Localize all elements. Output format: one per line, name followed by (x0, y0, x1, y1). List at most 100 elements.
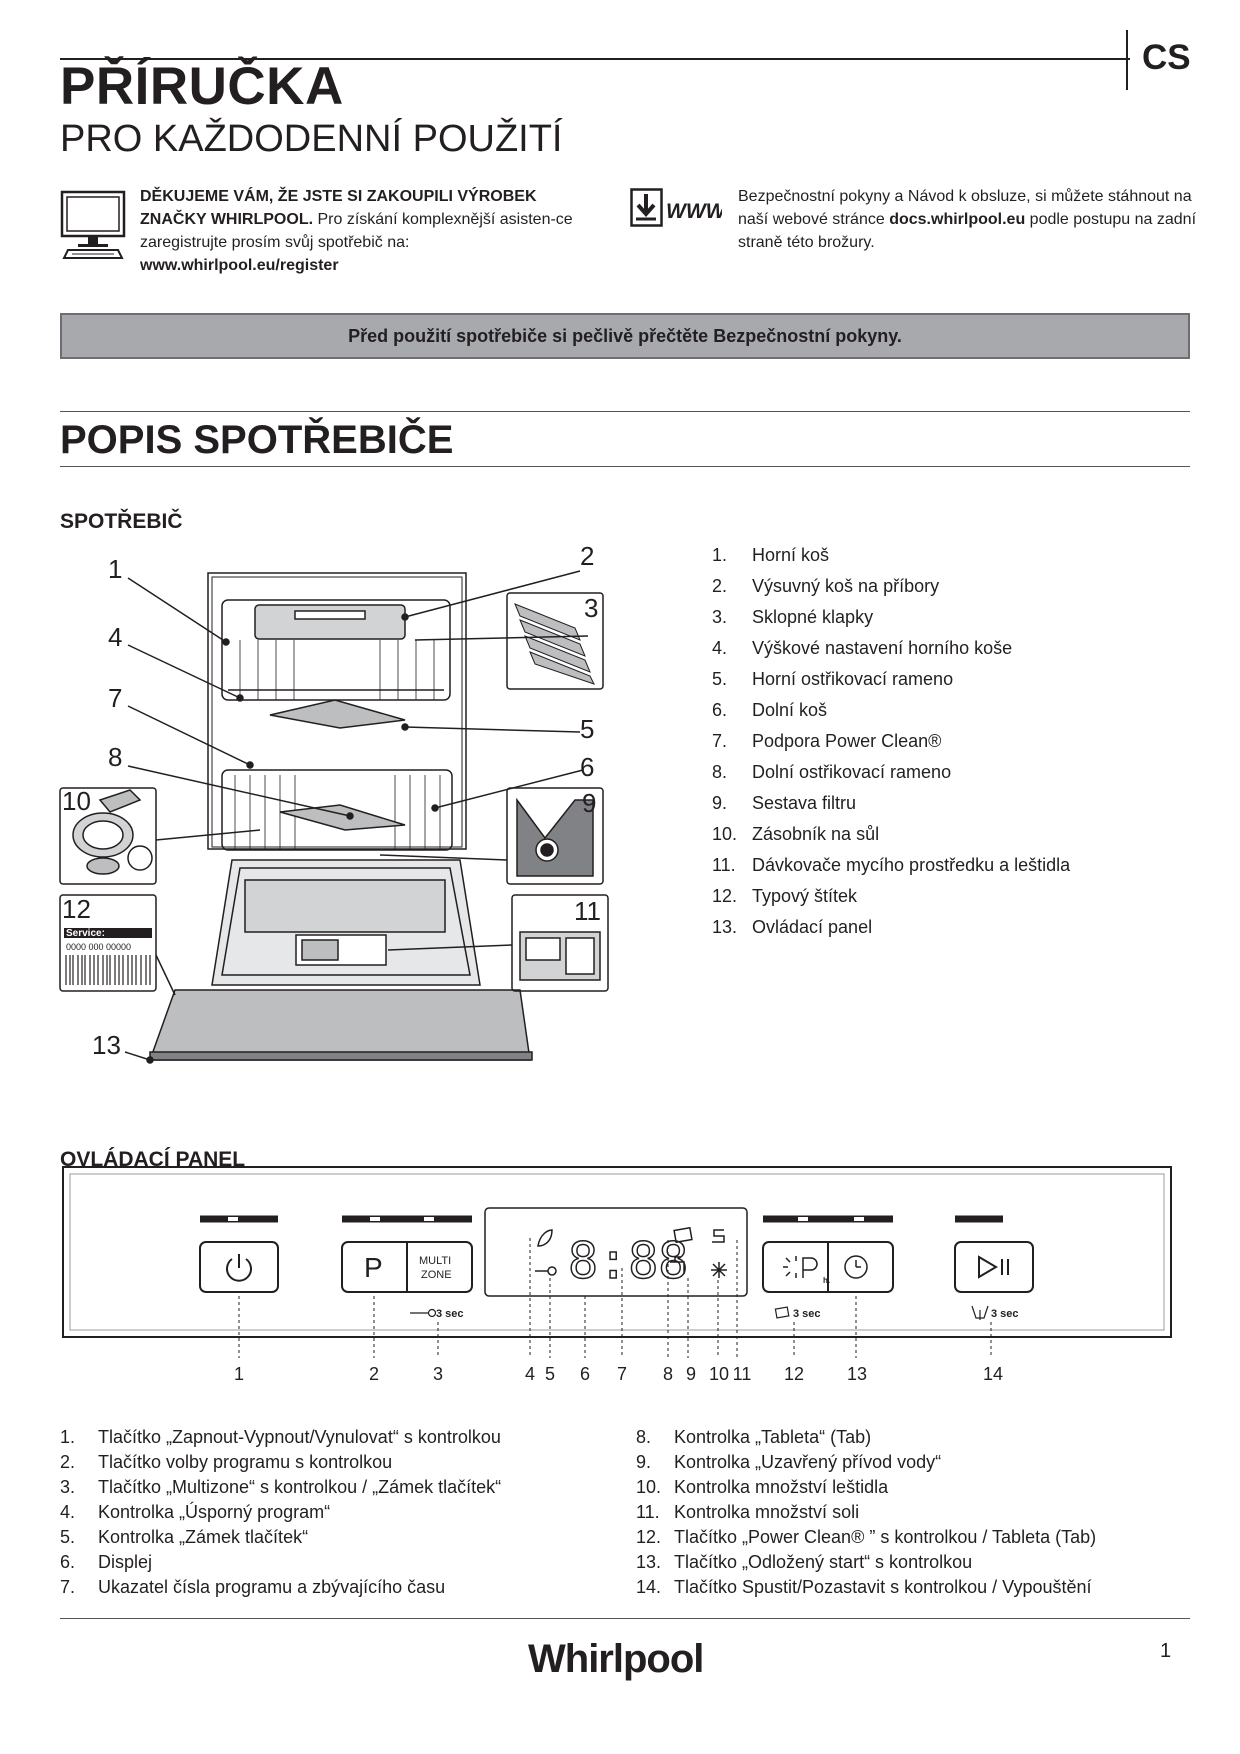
upper-spray-arm (269, 699, 406, 729)
callout-9: 9 (582, 788, 596, 818)
callout-13: 13 (92, 1030, 121, 1060)
part-item: 8.Dolní ostřikovací rameno (712, 762, 952, 782)
control-item: 4.Kontrolka „Úsporný program“ (60, 1502, 331, 1522)
cabinet-outline (207, 572, 467, 850)
control-item: 7.Ukazatel čísla programu a zbývajícího … (60, 1577, 446, 1597)
panel-callout-10: 10 (709, 1364, 729, 1384)
program-multizone-button-group[interactable] (341, 1241, 473, 1293)
multizone-label-1: MULTI (419, 1255, 451, 1267)
powerclean-delay-button-group[interactable] (762, 1241, 894, 1293)
logo-text: Whirlpool (528, 1637, 703, 1681)
callout-3: 3 (584, 593, 598, 623)
part-item: 2.Výsuvný koš na příbory (712, 576, 940, 596)
callout-4: 4 (108, 622, 122, 652)
flaps-inset (506, 592, 604, 690)
part-item: 5.Horní ostřikovací rameno (712, 669, 954, 689)
tub-outline (211, 576, 463, 848)
control-item: 3.Tlačítko „Multizone“ s kontrolkou / „Z… (60, 1477, 502, 1497)
cutlery-tray (254, 604, 406, 640)
whirlpool-logo: Whirlpool (528, 1637, 704, 1681)
control-item: 6.Displej (60, 1552, 153, 1572)
download-note: Bezpečnostní pokyny a Návod k obsluze, s… (738, 185, 1198, 254)
play-pause-icon (978, 1255, 1009, 1279)
rating-label-inset (59, 894, 157, 992)
control-item: 14.Tlačítko Spustit/Pozastavit s kontrol… (636, 1577, 1092, 1597)
control-item: 11.Kontrolka množství soli (636, 1502, 860, 1522)
program-button-label: P (364, 1252, 383, 1283)
key-lock-icon (535, 1266, 557, 1276)
thank-you-text: DĚKUJEME VÁM, ŽE JSTE SI ZAKOUPILI VÝROB… (140, 188, 537, 228)
page-title: PŘÍRUČKA (60, 57, 344, 116)
small-drain-icon (971, 1305, 989, 1320)
part-item: 1.Horní koš (712, 545, 830, 565)
safety-warning-box: Před použití spotřebiče si pečlivě přečt… (60, 313, 1190, 359)
panel-callout-12: 12 (784, 1364, 804, 1384)
lower-spray-arm (279, 804, 406, 831)
power-clean-icon (783, 1256, 818, 1278)
part-item: 9.Sestava filtru (712, 793, 857, 813)
callout-12: 12 (62, 894, 91, 924)
delay-start-icon (844, 1255, 868, 1279)
service-number: 0000 000 00000 (66, 942, 131, 952)
upper-basket (221, 599, 451, 701)
svg-text:h.: h. (823, 1276, 830, 1285)
control-item: 10.Kontrolka množství leštidla (636, 1477, 889, 1497)
register-link[interactable]: www.whirlpool.eu/register (140, 257, 339, 274)
panel-callout-1: 1 (234, 1364, 244, 1384)
panel-callout-4: 4 (525, 1364, 535, 1384)
salt-icon (712, 1229, 725, 1243)
control-item: 8.Kontrolka „Tableta“ (Tab) (636, 1427, 872, 1447)
section-title: POPIS SPOTŘEBIČE (60, 418, 454, 462)
callout-11: 11 (574, 896, 601, 926)
service-label: Service: (66, 928, 105, 939)
callout-7: 7 (108, 683, 122, 713)
filter-inset (506, 787, 604, 885)
page-number: 1 (1160, 1640, 1172, 1662)
multizone-label-2: ZONE (421, 1269, 452, 1281)
panel-callout-5: 5 (545, 1364, 555, 1384)
parts-list: 1.Horní koš 2.Výsuvný koš na příbory 3.S… (712, 540, 1070, 943)
panel-callout-9: 9 (686, 1364, 696, 1384)
appliance-heading: SPOTŘEBIČ (60, 510, 183, 533)
power-button[interactable] (199, 1241, 279, 1293)
callout-8: 8 (108, 742, 122, 772)
header-rule (60, 58, 1130, 60)
panel-callout-13: 13 (847, 1364, 867, 1384)
display (484, 1207, 748, 1297)
callout-1: 1 (108, 554, 122, 584)
panel-callout-14: 14 (983, 1364, 1003, 1384)
lower-basket (221, 769, 453, 851)
callout-10: 10 (62, 786, 91, 816)
control-item: 9.Kontrolka „Uzavřený přívod vody“ (636, 1452, 942, 1472)
small-tablet-icon (774, 1306, 790, 1319)
control-item: 2.Tlačítko volby programu s kontrolkou (60, 1452, 393, 1472)
control-item: 12.Tlačítko „Power Clean® ” s kontrolkou… (636, 1527, 1097, 1547)
www-label: WWW (666, 200, 722, 223)
docs-link[interactable]: docs.whirlpool.eu (889, 211, 1026, 228)
rinse-aid-icon (711, 1262, 727, 1278)
section-rule-top (60, 411, 1190, 412)
eco-leaf-icon (537, 1229, 553, 1247)
download-text-2: podle postupu na zadní straně této brožu… (738, 211, 1197, 251)
start-pause-button[interactable] (954, 1241, 1034, 1293)
control-items-right: 8.Kontrolka „Tableta“ (Tab) 9.Kontrolka … (636, 1425, 1096, 1600)
download-www-icon: WWW (630, 188, 722, 228)
control-panel-heading: OVLÁDACÍ PANEL (60, 1148, 246, 1171)
dispensers-inset (511, 894, 609, 992)
part-item: 4.Výškové nastavení horního koše (712, 638, 1013, 658)
panel-callout-8: 8 (663, 1364, 673, 1384)
section-rule-bottom (60, 466, 1190, 467)
panel-callout-2: 2 (369, 1364, 379, 1384)
language-code: CS (1142, 38, 1191, 77)
drain-hold-label: 3 sec (991, 1308, 1019, 1320)
part-item: 13.Ovládací panel (712, 917, 873, 937)
tablet-icon (673, 1226, 693, 1244)
water-tap-icon (670, 1256, 685, 1274)
detergent-dispenser (295, 934, 387, 966)
panel-callout-3: 3 (433, 1364, 443, 1384)
callout-2: 2 (580, 541, 594, 571)
part-item: 6.Dolní koš (712, 700, 828, 720)
download-text-1: Bezpečnostní pokyny a Návod k obsluze, s… (738, 188, 1192, 228)
control-item: 1.Tlačítko „Zapnout-Vypnout/Vynulovat“ s… (60, 1427, 501, 1447)
panel-callout-6: 6 (580, 1364, 590, 1384)
